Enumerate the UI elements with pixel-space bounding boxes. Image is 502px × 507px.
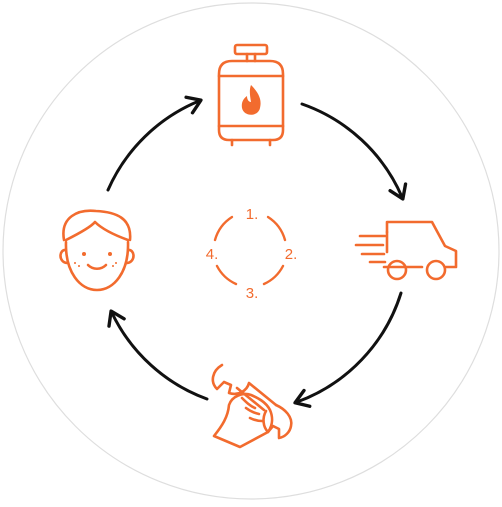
arrow-truck-to-repair <box>293 291 403 408</box>
delivery-truck-icon <box>354 220 458 281</box>
arrow-cylinder-to-truck <box>300 102 408 201</box>
step-3-label: 3. <box>246 285 259 302</box>
step-1-label: 1. <box>246 206 259 223</box>
smiling-customer-icon <box>59 209 135 292</box>
arrow-repair-to-customer <box>107 309 209 401</box>
arrow-customer-to-cylinder <box>106 95 203 192</box>
cycle-arrows <box>106 95 408 408</box>
step-2-label: 2. <box>285 246 298 263</box>
wrench-hand-icon <box>211 363 293 449</box>
gas-cylinder-icon <box>217 43 285 147</box>
outer-circle <box>2 2 500 500</box>
center-cycle: 1. 2. 3. 4. <box>206 206 298 302</box>
step-4-label: 4. <box>206 246 219 263</box>
